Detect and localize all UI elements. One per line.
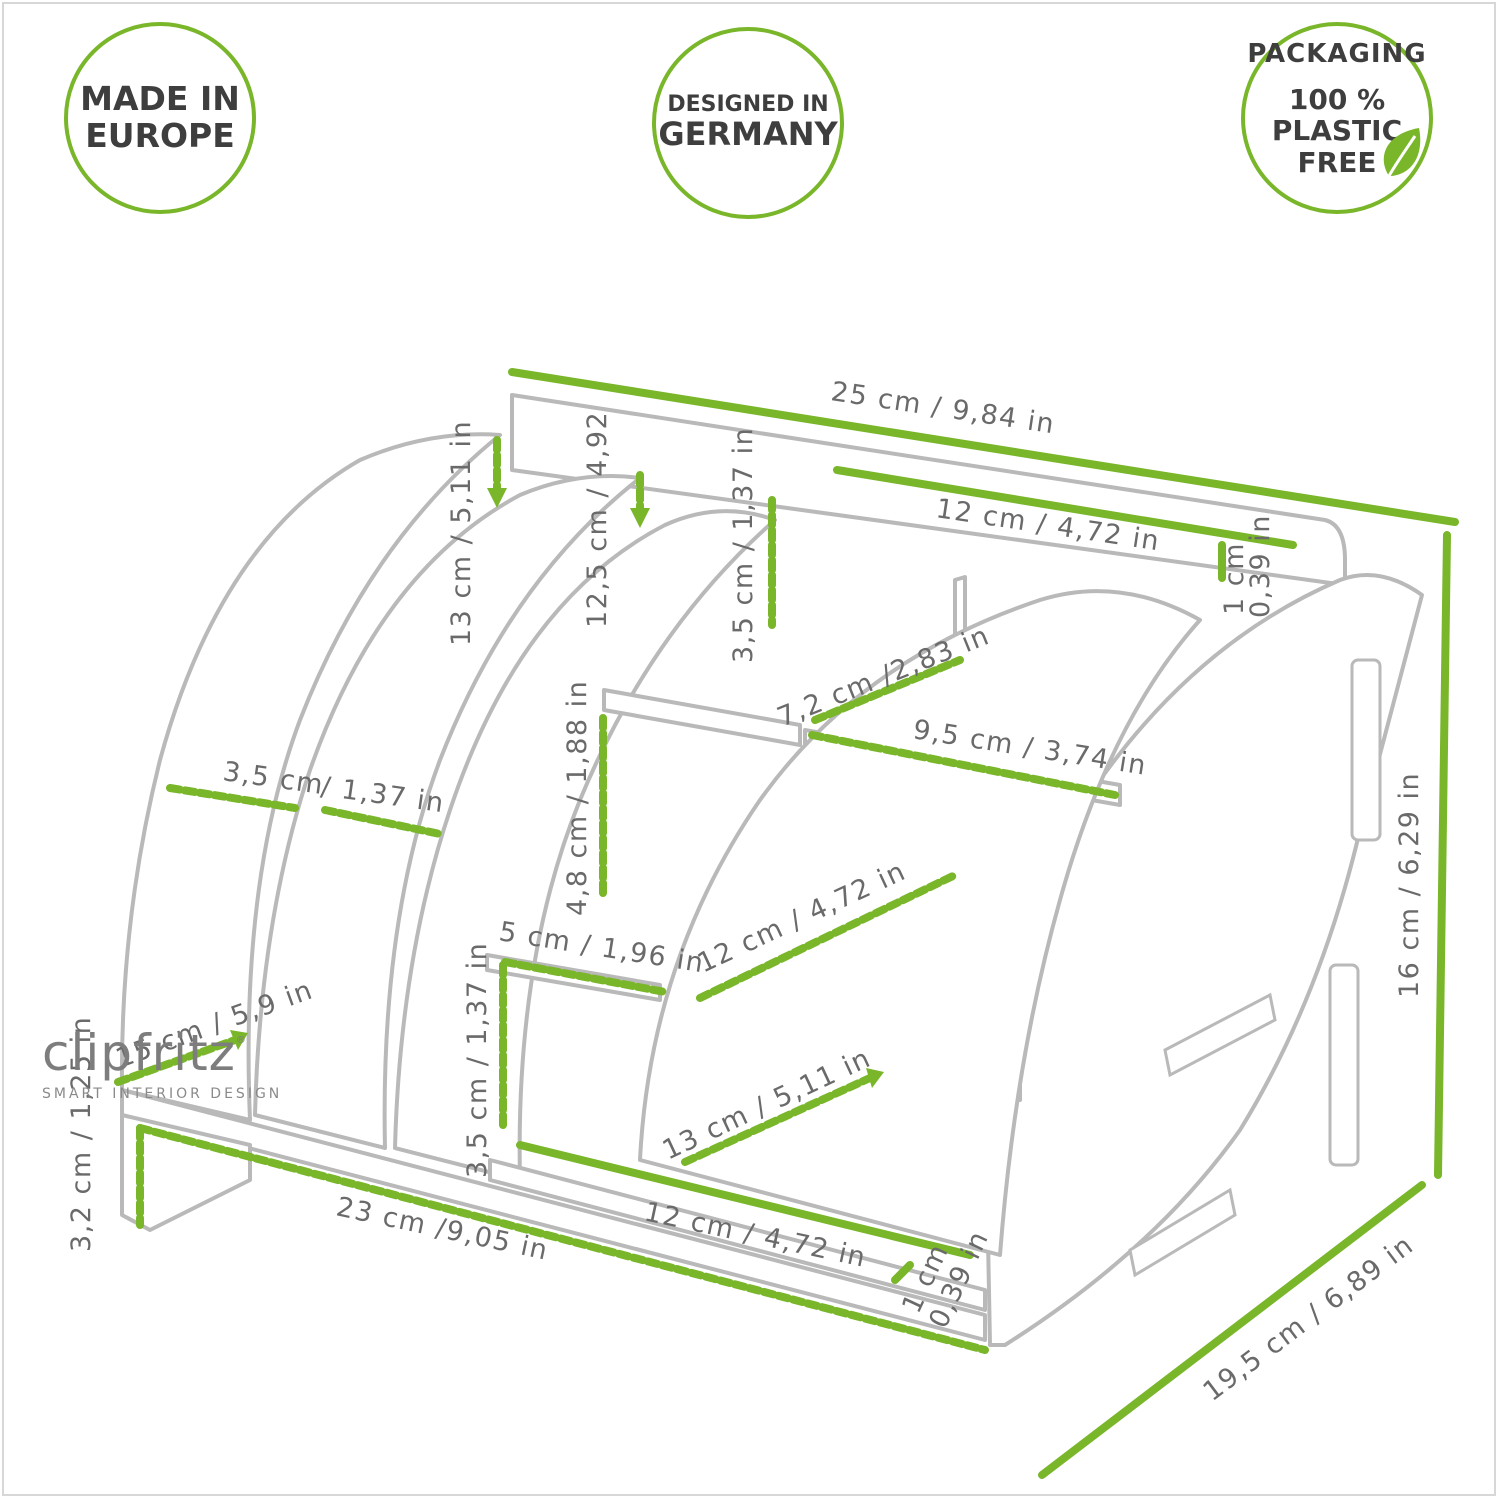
dim-dash-mid-large [696, 871, 959, 1002]
label-back-step-height: 3,5 cm / 1,37 in [728, 427, 759, 663]
badge-packaging-line2: PLASTIC [1271, 114, 1403, 148]
arrow-front-depth [230, 1030, 248, 1050]
upper-shelf [602, 688, 802, 747]
dim-dash-compartment-a [166, 784, 299, 812]
badge-germany-line1: DESIGNED IN [667, 91, 829, 117]
dim-line-back-slot [833, 466, 1297, 549]
dim-dash-compartment-b [321, 806, 444, 838]
registered-mark: ® [235, 1035, 247, 1046]
dim-dash-mid-small [501, 958, 669, 996]
peg-1 [1163, 992, 1277, 1078]
dim-dash-upper-width [808, 731, 1119, 799]
brand-name: clipfritz [42, 1024, 236, 1082]
label-panel2-height: 12,5 cm / 4,92 [582, 411, 613, 628]
badge-plastic-free-packaging: PACKAGING 100 % PLASTIC FREE [1241, 22, 1433, 214]
dim-dash-bottom-shelf [681, 1074, 874, 1166]
side-slot-mid [1328, 963, 1360, 1167]
arrow-panel2 [630, 508, 650, 528]
base-support-left [120, 1113, 252, 1232]
badge-packaging-line3: FREE [1297, 145, 1377, 179]
label-height: 16 cm / 6,29 in [1394, 772, 1425, 998]
label-panel1-height: 13 cm / 5,11 in [446, 420, 477, 646]
label-base-height: 3,2 cm / 1,25 in [66, 1016, 97, 1252]
bottom-slot-strip [488, 1158, 987, 1312]
brand-logo: clipfritz® SMART INTERIOR DESIGN [42, 1028, 282, 1102]
dim-dash-upper-depth [811, 656, 964, 724]
badge-designed-in-germany: DESIGNED IN GERMANY [652, 27, 844, 219]
leaf-icon [1383, 128, 1421, 177]
dim-dash-front-depth [114, 1036, 239, 1086]
arc-panel-2 [253, 474, 642, 1150]
badge-packaging-arc-text: PACKAGING [1247, 39, 1427, 69]
label-shelf-height: 4,8 cm / 1,88 in [562, 680, 593, 916]
dim-line-depth [1038, 1181, 1426, 1479]
dim-line-height [1434, 531, 1451, 1179]
label-depth: 19,5 cm / 6,89 in [1198, 1229, 1420, 1407]
dim-line-top-width [508, 368, 1459, 526]
badge-packaging-line1: 100 % [1288, 82, 1386, 116]
badge-europe-line2: EUROPE [85, 116, 235, 155]
dim-line-bottom-slot [516, 1141, 974, 1259]
badge-europe-line1: MADE IN [80, 79, 240, 119]
brand-tagline: SMART INTERIOR DESIGN [42, 1086, 283, 1102]
arrow-bottom-shelf [866, 1068, 884, 1088]
arc-panel-3 [393, 509, 777, 1182]
arc-panel-4 [638, 589, 1202, 1257]
badge-germany-line2: GERMANY [658, 115, 838, 154]
side-slot-top [1350, 658, 1382, 842]
base-board [120, 1088, 987, 1342]
badge-made-in-europe: MADE IN EUROPE [64, 22, 256, 214]
label-back-slot-depth-a: 1 cm [1219, 542, 1250, 615]
peg-2 [1128, 1187, 1237, 1278]
arc-panel-1 [119, 432, 502, 1122]
dimension-arrows [230, 488, 884, 1088]
dim-line-bottom-slot-depth [891, 1261, 914, 1284]
label-back-slot-depth-b: 0,39 in [1245, 514, 1276, 618]
arrow-panel1 [487, 488, 507, 508]
dim-dash-base-length [136, 1124, 989, 1354]
label-low-step-height: 3,5 cm / 1,37 in [462, 942, 493, 1178]
